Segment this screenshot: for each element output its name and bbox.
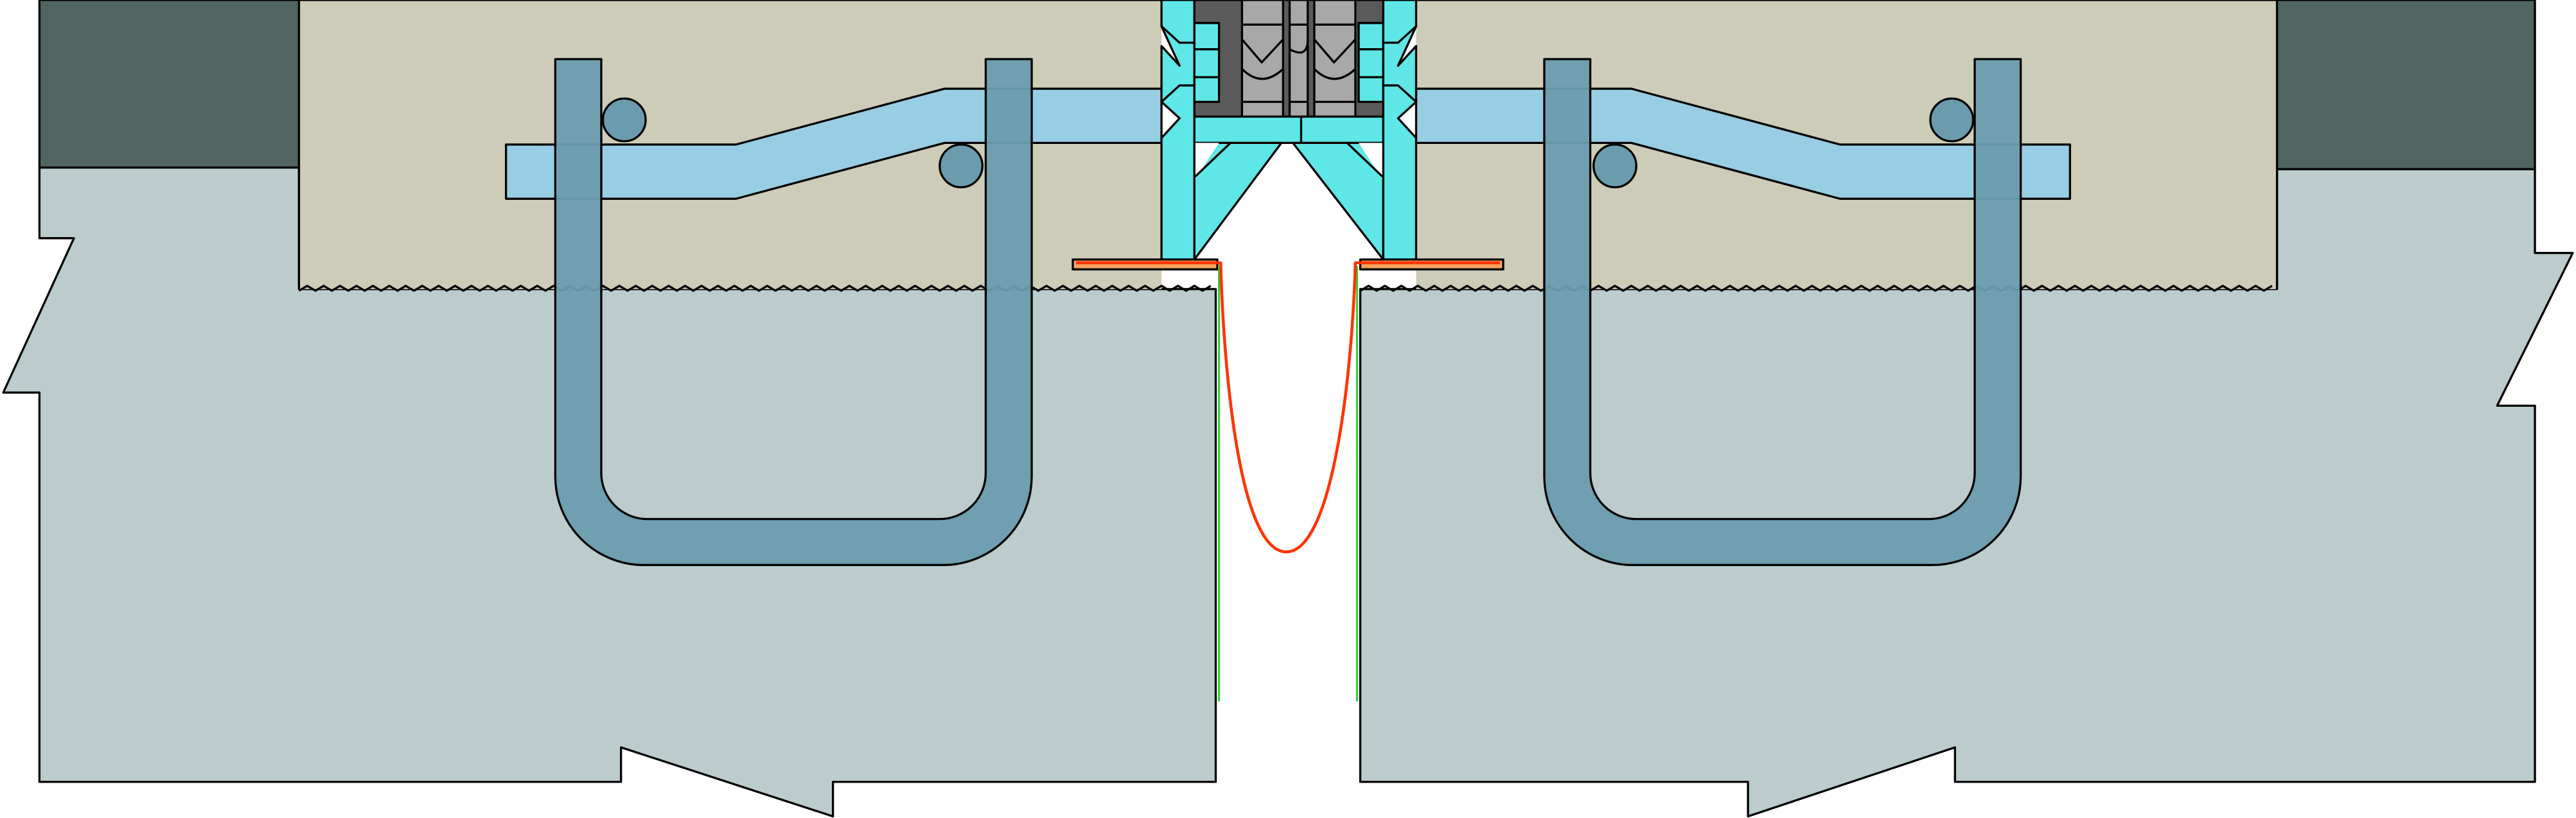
right-u-bar bbox=[1543, 58, 2022, 567]
right-base-plate bbox=[1359, 258, 1504, 271]
left-construction-joint-line bbox=[298, 285, 1212, 292]
joint-seal-assembly bbox=[1160, 0, 1418, 261]
left-asphalt-block bbox=[38, 0, 301, 169]
left-u-bar bbox=[554, 58, 1033, 567]
rebar-icon bbox=[601, 97, 647, 143]
rebar-icon bbox=[1592, 143, 1637, 189]
right-construction-joint-line bbox=[1359, 285, 2273, 292]
right-asphalt-block bbox=[2275, 0, 2536, 170]
left-base-plate bbox=[1072, 258, 1219, 271]
rebar-icon bbox=[1929, 97, 1975, 143]
membrane-loop bbox=[1076, 261, 1500, 554]
rebar-icon bbox=[939, 143, 984, 189]
